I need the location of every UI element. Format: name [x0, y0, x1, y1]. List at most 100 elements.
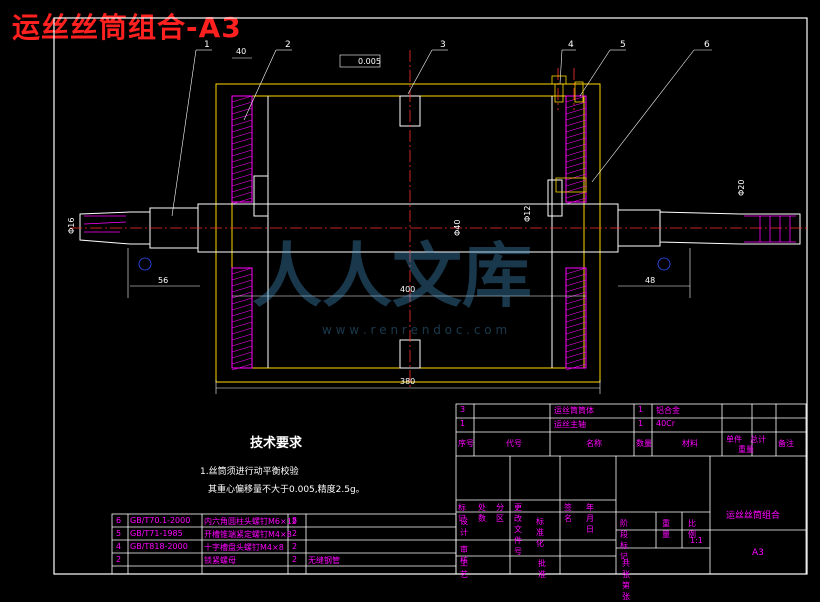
hatch-line [231, 125, 253, 133]
hatch-line [565, 339, 587, 347]
hatch-line [565, 333, 587, 341]
drawing-name-cell: 运丝丝筒组合 [726, 511, 781, 521]
hatch-line [565, 285, 587, 293]
svg-text:w w w . r e n r e n d o c . c: w w w . r e n r e n d o c . c o m [322, 323, 507, 337]
balloon-4: 4 [568, 40, 574, 50]
leader-lines [171, 49, 712, 217]
std-parts-lines [111, 513, 457, 575]
hatch-line [231, 267, 253, 275]
hatch-line [231, 327, 253, 335]
hatch-line [565, 173, 587, 181]
dim-dia-right: Φ20 [737, 180, 746, 196]
hatch-line [565, 125, 587, 133]
screws [551, 75, 587, 193]
tech-line2: 其重心偏移量不大于0.005,精度2.5g。 [208, 485, 365, 495]
dim-top-width: 40 [236, 47, 246, 56]
dim-dia-small: Φ12 [523, 206, 532, 222]
hatch-line [565, 267, 587, 275]
hatch-line [565, 107, 587, 115]
flatness-frame [339, 54, 381, 68]
hatch-line [231, 357, 253, 365]
dim-dia-left: Φ16 [67, 218, 76, 234]
hatch-line [565, 155, 587, 163]
hatch-line [565, 351, 587, 359]
hatch-line [231, 285, 253, 293]
hatch-line [231, 315, 253, 323]
drawing-title: 运丝丝筒组合-A3 [12, 11, 242, 44]
title-block-lines [455, 403, 807, 575]
tech-heading: 技术要求 [250, 436, 303, 451]
hatch-line [231, 279, 253, 287]
hatch-line [565, 297, 587, 305]
hatch-line [565, 179, 587, 187]
hatch-line [231, 113, 253, 121]
hatch-line [231, 333, 253, 341]
hatch-line [565, 167, 587, 175]
balloon-5: 5 [620, 40, 626, 50]
dim-middle: 400 [400, 285, 415, 294]
hatch-line [231, 339, 253, 347]
hatch-line [565, 185, 587, 193]
hatch-line [231, 131, 253, 139]
hatch-line [565, 149, 587, 157]
hatch-line [231, 185, 253, 193]
hatch-line [565, 161, 587, 169]
hatch-line [231, 197, 253, 205]
hatch-line [565, 197, 587, 205]
balloon-2: 2 [285, 40, 291, 50]
hatch-line [231, 297, 253, 305]
hatch-line [231, 273, 253, 281]
svg-text:人人文库: 人人文库 [252, 235, 532, 317]
hatch-line [231, 173, 253, 181]
center-marks [138, 257, 671, 271]
balloon-6: 6 [704, 40, 710, 50]
hatch-line [231, 137, 253, 145]
cad-drawing: 人人文库 w w w . r e n r e n d o c . c o m 1… [53, 17, 810, 575]
hatch-line [231, 179, 253, 187]
hatch-line [231, 309, 253, 317]
dim-flatness: 0.005 [358, 57, 381, 66]
sheet-size-cell: A3 [752, 548, 764, 558]
dim-left-ext: 56 [158, 276, 168, 285]
hatch-line [231, 155, 253, 163]
hatch-line [565, 113, 587, 121]
hatch-line [231, 95, 253, 103]
hatch-line [231, 143, 253, 151]
hatch-line [565, 137, 587, 145]
hatch-line [565, 321, 587, 329]
hatch-line [231, 291, 253, 299]
hatch-line [231, 167, 253, 175]
hatch-line [565, 309, 587, 317]
hatch-line [231, 149, 253, 157]
hatch-line [565, 357, 587, 365]
balloon-3: 3 [440, 40, 446, 50]
dim-overall: 380 [400, 377, 415, 386]
scale-cell: 1:1 [690, 536, 703, 545]
tech-line1: 1.丝筒须进行动平衡校验 [200, 467, 299, 477]
hatch-line [565, 101, 587, 109]
hatch-line [231, 101, 253, 109]
hatch-line [565, 291, 587, 299]
balloon-1: 1 [204, 40, 210, 50]
drum-outline [215, 83, 601, 383]
hatch-line [231, 119, 253, 127]
hatch-line [231, 351, 253, 359]
hatch-line [565, 143, 587, 151]
balloon-labels: 1 2 3 4 5 6 [204, 40, 710, 50]
hatch-line [231, 161, 253, 169]
hatch-line [231, 303, 253, 311]
hatch-line [565, 273, 587, 281]
dim-right-ext: 48 [645, 276, 655, 285]
hatch-line [565, 279, 587, 287]
hatch-line [565, 119, 587, 127]
flange-hatch [231, 95, 587, 369]
hatch-line [565, 327, 587, 335]
hatch-line [565, 303, 587, 311]
hatch-line [231, 191, 253, 199]
hatch-line [565, 345, 587, 353]
hatch-line [231, 321, 253, 329]
